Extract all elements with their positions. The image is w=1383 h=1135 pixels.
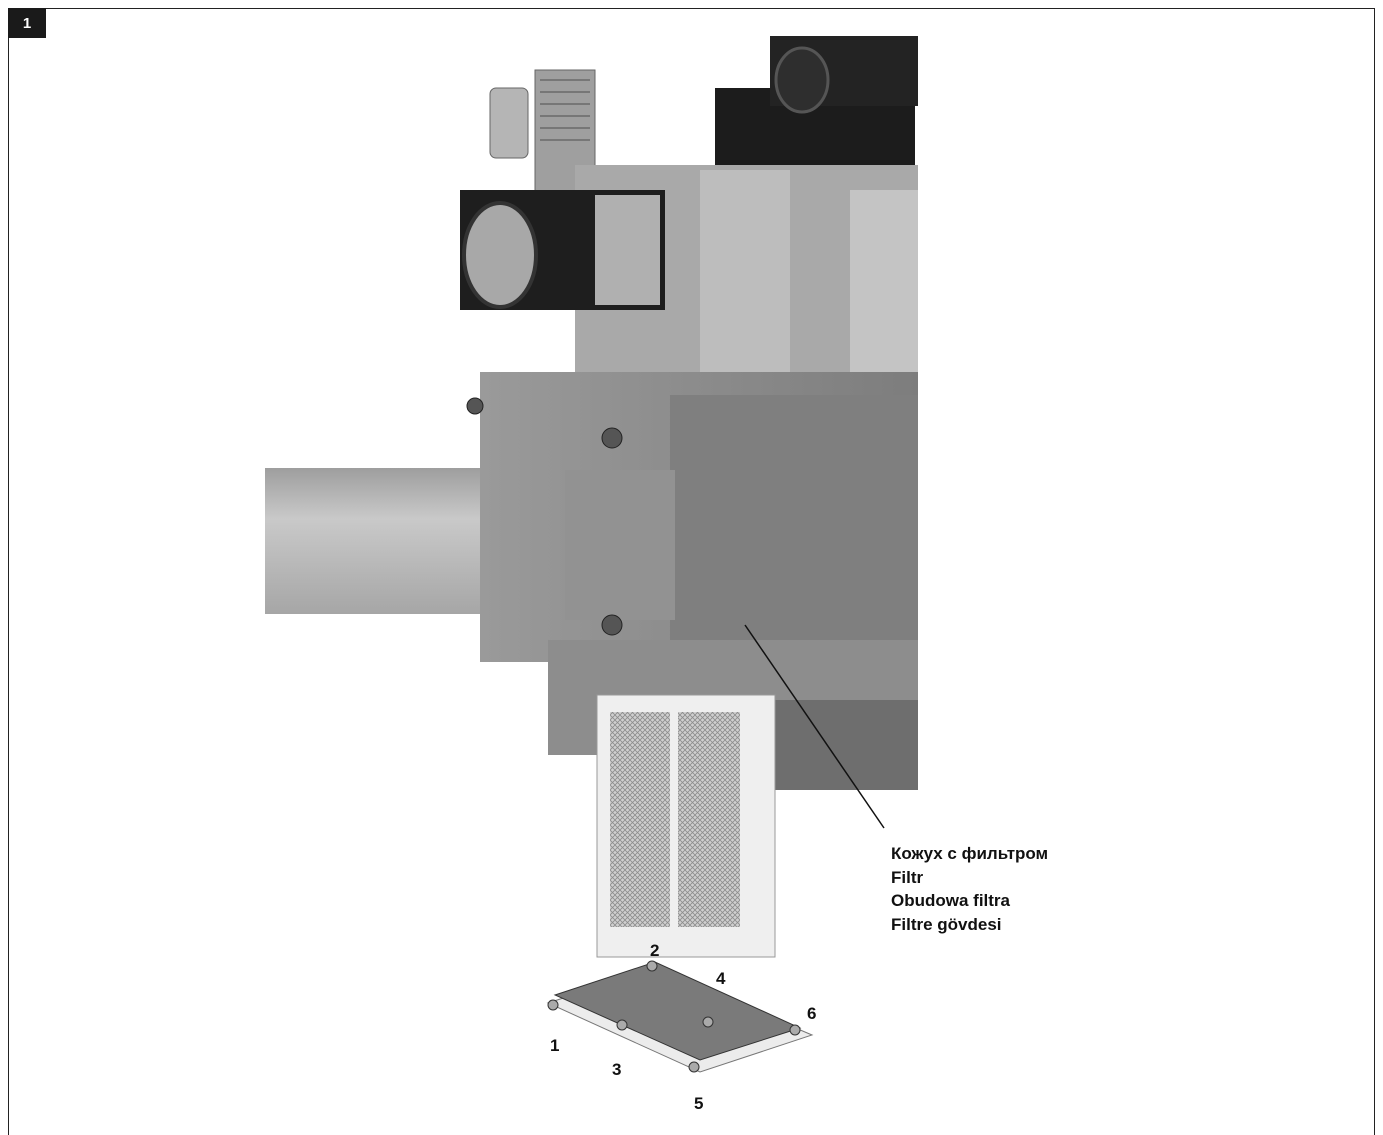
screw-5	[688, 1061, 700, 1073]
callout-leader-line	[744, 624, 885, 829]
screw-2	[646, 960, 658, 972]
callout-line-tr: Filtre gövdesi	[891, 914, 1002, 934]
callout-line-pl: Obudowa filtra	[891, 891, 1010, 910]
figure-number: 1	[22, 14, 32, 32]
filter-element	[596, 694, 776, 958]
pressure-switch	[460, 190, 665, 310]
screw-1	[547, 999, 559, 1011]
filter-cover	[546, 960, 814, 1073]
figure-frame	[8, 8, 1375, 1135]
black-connector-plug	[715, 36, 918, 180]
screw-4	[702, 1016, 714, 1028]
screw-label-1: 1	[550, 1036, 560, 1055]
screw-6	[789, 1024, 801, 1036]
callout-line-ru: Кожух с фильтром	[891, 844, 1049, 863]
filter-housing-callout: Кожух с фильтром Filtr Obudowa filtra Fi…	[891, 842, 1048, 936]
callout-line-cs: Filtr	[891, 867, 924, 887]
valve-body	[466, 372, 918, 790]
figure-number-badge: 1	[8, 8, 46, 38]
screw-label-3: 3	[612, 1060, 622, 1079]
screw-label-6: 6	[807, 1004, 817, 1023]
screw-3	[616, 1019, 628, 1031]
screw-label-5: 5	[694, 1094, 704, 1113]
screw-label-4: 4	[716, 969, 726, 988]
screw-label-2: 2	[650, 941, 660, 960]
